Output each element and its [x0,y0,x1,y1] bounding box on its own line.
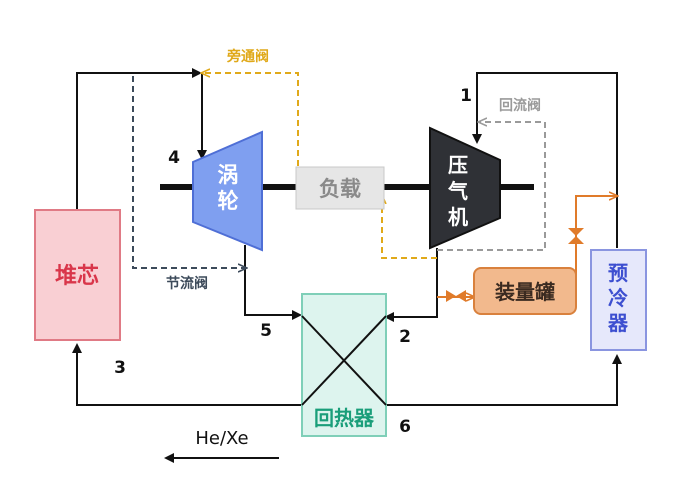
bypass-return-line [382,196,437,259]
reactor-core-label: 堆芯 [55,264,99,289]
compressor-shape[interactable] [429,126,501,250]
turbine-shape[interactable] [192,130,263,252]
tank-outlet-line [575,196,617,283]
precooler-label: 预冷器 [607,261,629,335]
throttle-line [132,76,246,268]
tank-lines [437,196,617,297]
precooler-box[interactable] [590,249,647,351]
recuperator-to-core-line [72,343,303,406]
inventory-tank-box[interactable] [473,267,577,315]
node-2-label: 2 [399,327,411,347]
working-fluid-label: He/Xe [195,428,248,449]
precooler-to-compressor-line [472,72,618,248]
recirculation-line [437,122,546,251]
turbine-label: 涡轮 [218,163,239,213]
tank-valve-left-icon[interactable] [446,290,466,302]
recirculation-valve-label: 回流阀 [499,97,541,114]
load-box[interactable] [295,166,385,210]
recuperator-cross-b [301,315,387,406]
recuperator-label: 回热器 [314,406,375,430]
inventory-tank-label: 装量罐 [494,280,555,304]
load-label: 负载 [319,177,361,201]
recuperator-to-precooler-line [386,354,622,406]
node-3-label: 3 [114,358,126,378]
recuperator-box[interactable] [301,293,387,437]
compressor-to-recuperator-line [384,248,438,322]
main-flow-lines [72,68,622,463]
throttle-valve-label: 节流阀 [166,275,208,292]
tank-valve-right-icon[interactable] [568,228,584,244]
node-5-label: 5 [260,321,272,341]
node-1-label: 1 [460,86,472,106]
node-6-label: 6 [399,417,411,437]
turbine-to-recuperator-line [244,245,302,320]
compressor-label: 压气机 [447,153,468,229]
node-4-label: 4 [168,148,180,168]
core-to-turbine-line [76,68,202,210]
bypass-valve-label: 旁通阀 [226,48,269,65]
reactor-core-box[interactable] [34,209,121,341]
bypass-line [202,73,299,186]
